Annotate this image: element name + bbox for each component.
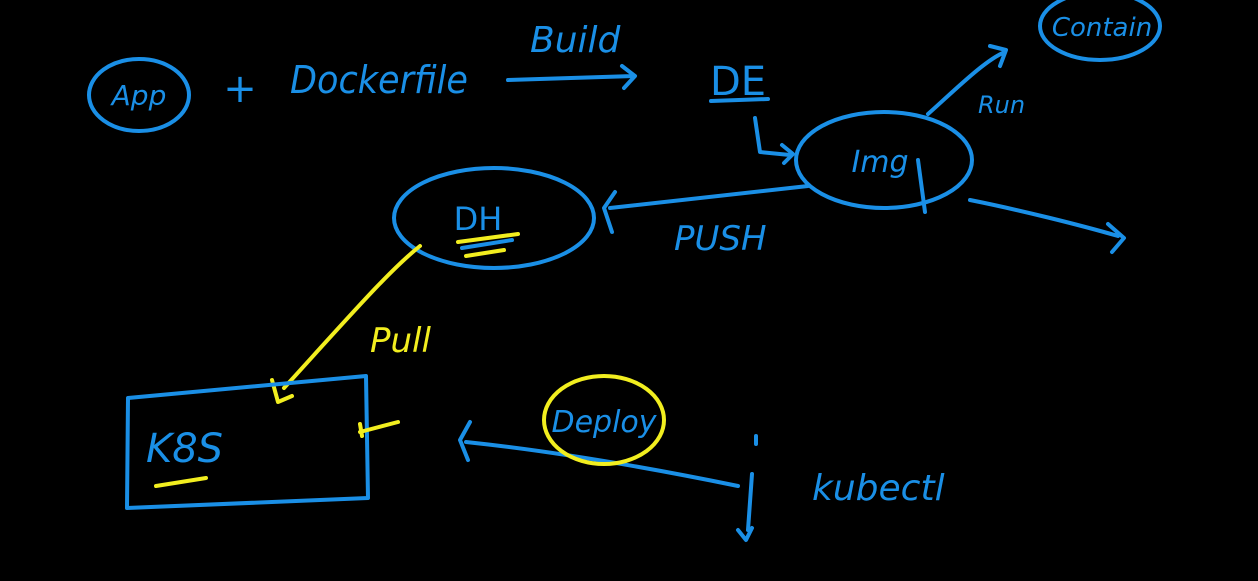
app-circle: [87, 57, 191, 133]
container-label: Contain: [1052, 13, 1152, 43]
kubectl-stroke: [736, 434, 758, 542]
deploy-label: Deploy: [551, 405, 657, 440]
plus-sign: +: [223, 66, 257, 112]
run-arrow: [926, 44, 1008, 116]
k8s-box: [125, 374, 370, 510]
de-label: DE: [710, 59, 766, 105]
build-arrow: [506, 64, 637, 90]
kubectl-label: kubectl: [812, 468, 945, 509]
image-ellipse: [794, 110, 974, 210]
push-label: PUSH: [674, 219, 767, 259]
app-label: App: [110, 79, 167, 112]
push-arrow: [602, 184, 810, 234]
dh-node: DH: [392, 166, 596, 270]
dh-highlight-2: [464, 248, 506, 258]
right-arrow: [968, 198, 1126, 254]
dh-label: DH: [454, 200, 503, 238]
dh-highlight-1: [456, 232, 520, 244]
build-label: Build: [530, 20, 622, 61]
deploy-arrow: [458, 420, 740, 488]
k8s-node: K8S: [125, 374, 370, 510]
deploy-node: Deploy: [542, 374, 666, 466]
image-label: Img: [851, 145, 908, 180]
k8s-tick: [358, 420, 400, 438]
dockerfile-label: Dockerfile: [290, 58, 468, 102]
dh-underline: [460, 238, 514, 250]
pull-arrow: [270, 244, 422, 404]
image-label-stroke: [916, 158, 927, 214]
app-node: App: [87, 57, 191, 133]
container-node: Contain: [1038, 0, 1162, 62]
de-node: DE: [709, 59, 770, 105]
run-label: Run: [978, 91, 1025, 119]
k8s-underline: [154, 476, 208, 488]
de-underline: [709, 97, 770, 103]
k8s-label: K8S: [146, 426, 223, 472]
pull-label: Pull: [370, 321, 431, 361]
dh-ellipse: [392, 166, 596, 270]
de-to-image-connector: [753, 116, 795, 165]
deploy-circle: [542, 374, 666, 466]
image-node: Img: [794, 110, 974, 214]
container-ellipse: [1038, 0, 1162, 62]
